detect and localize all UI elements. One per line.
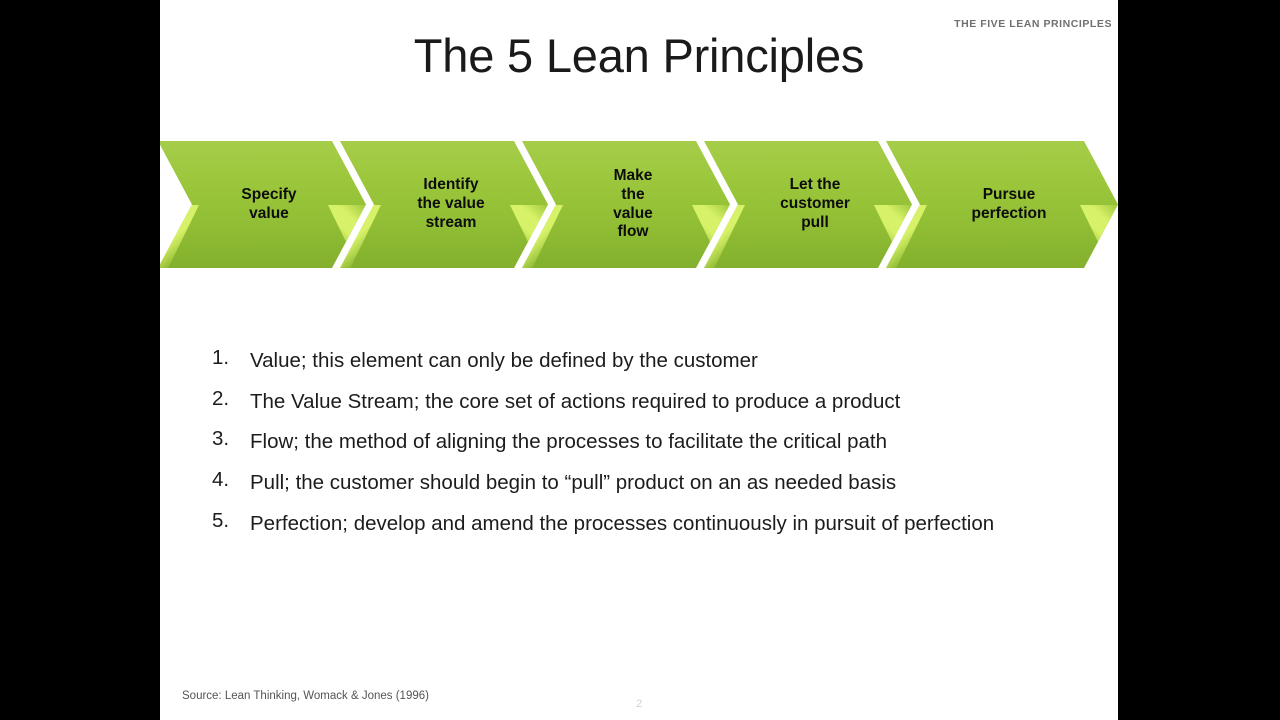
chevron-shape xyxy=(160,141,366,268)
source-citation: Source: Lean Thinking, Womack & Jones (1… xyxy=(182,690,429,702)
chevron-step-3[interactable]: Make the value flow xyxy=(522,141,730,268)
list-item-number: 2. xyxy=(212,386,230,410)
list-item-text: Value; this element can only be defined … xyxy=(250,349,758,372)
list-item-text: Perfection; develop and amend the proces… xyxy=(250,511,995,535)
list-item: 1. Value; this element can only be defin… xyxy=(212,346,1102,374)
list-item-text: Flow; the method of aligning the process… xyxy=(250,430,887,454)
list-item-number: 1. xyxy=(212,346,230,369)
page-number: 2 xyxy=(635,698,643,710)
principles-list: 1. Value; this element can only be defin… xyxy=(212,346,1102,552)
list-item-number: 5. xyxy=(212,508,230,532)
list-item-number: 3. xyxy=(212,427,230,451)
page-title: The 5 Lean Principles xyxy=(413,29,865,82)
chevron-label: Identify the value stream xyxy=(417,176,485,231)
slide-kicker: THE FIVE LEAN PRINCIPLES xyxy=(954,18,1112,30)
list-item: 3. Flow; the method of aligning the proc… xyxy=(212,429,1102,455)
list-item-text: The Value Stream; the core set of action… xyxy=(250,389,901,413)
chevron-step-2[interactable]: Identify the value stream xyxy=(340,141,548,268)
lean-principles-chevron-flow: Specify value Identify the value stream … xyxy=(160,141,1118,268)
chevron-label: Specify value xyxy=(241,185,297,222)
list-item: 2. The Value Stream; the core set of act… xyxy=(212,386,1102,415)
chevron-shape xyxy=(340,141,548,268)
chevron-shape xyxy=(522,141,730,268)
chevron-shape xyxy=(704,141,912,268)
slide-canvas: THE FIVE LEAN PRINCIPLES The 5 Lean Prin… xyxy=(160,0,1118,720)
list-item: 5. Perfection; develop and amend the pro… xyxy=(212,508,1102,537)
chevron-label: Pursue perfection xyxy=(971,185,1047,222)
list-item-text: Pull; the customer should begin to “pull… xyxy=(250,471,897,495)
list-item-number: 4. xyxy=(212,468,230,492)
chevron-step-4[interactable]: Let the customer pull xyxy=(704,141,912,268)
chevron-label: Make the value flow xyxy=(613,166,653,241)
chevron-step-5[interactable]: Pursue perfection xyxy=(886,141,1118,268)
list-item: 4. Pull; the customer should begin to “p… xyxy=(212,470,1102,496)
chevron-step-1[interactable]: Specify value xyxy=(160,141,366,268)
chevron-shape xyxy=(886,141,1118,268)
chevron-label: Let the customer pull xyxy=(780,176,850,231)
